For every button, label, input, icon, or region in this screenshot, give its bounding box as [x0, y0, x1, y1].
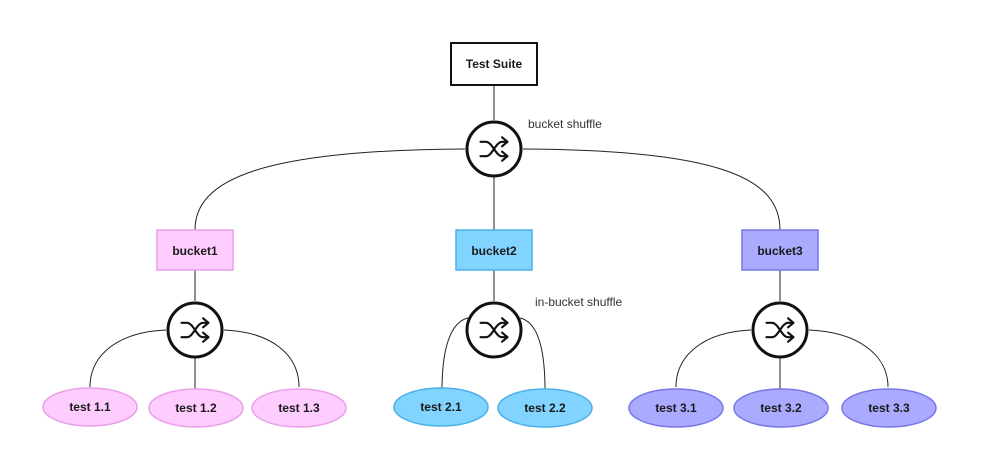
edge-shuffle1-to-test-1-1	[89, 329, 167, 388]
edge-shuffle1-to-test-1-3	[223, 329, 300, 388]
test-label: test 1.1	[69, 400, 111, 414]
edge-shuffle2-to-test-2-1	[441, 317, 469, 391]
test-node-3-2[interactable]: test 3.2	[733, 388, 829, 428]
test-label: test 3.3	[868, 401, 910, 415]
test-node-2-2[interactable]: test 2.2	[497, 388, 593, 428]
in-bucket-shuffle-node-2[interactable]	[465, 301, 523, 359]
in-bucket-shuffle-annotation: in-bucket shuffle	[535, 295, 622, 309]
test-label: test 3.2	[760, 401, 802, 415]
bucket1-node[interactable]: bucket1	[156, 229, 234, 271]
test-node-3-3[interactable]: test 3.3	[841, 388, 937, 428]
edge-shuffle3-to-test-3-1	[675, 329, 752, 388]
edge-shuffle-to-bucket1	[194, 148, 466, 231]
bucket1-label: bucket1	[172, 244, 218, 258]
edge-shuffle-to-bucket3	[522, 148, 781, 231]
bucket2-label: bucket2	[471, 244, 517, 258]
test-label: test 3.1	[655, 401, 697, 415]
test-node-1-2[interactable]: test 1.2	[148, 388, 244, 428]
test-suite-label: Test Suite	[466, 57, 523, 71]
test-node-2-1[interactable]: test 2.1	[393, 387, 489, 427]
test-node-3-1[interactable]: test 3.1	[628, 388, 724, 428]
in-bucket-shuffle-node-1[interactable]	[166, 301, 224, 359]
test-node-1-1[interactable]: test 1.1	[42, 387, 138, 427]
bucket2-node[interactable]: bucket2	[455, 229, 533, 271]
test-label: test 1.3	[278, 401, 320, 415]
bucket-shuffle-node[interactable]	[465, 120, 523, 178]
test-label: test 2.1	[420, 400, 462, 414]
bucket-shuffle-annotation: bucket shuffle	[528, 117, 602, 131]
test-label: test 1.2	[175, 401, 217, 415]
bucket3-label: bucket3	[757, 244, 803, 258]
test-label: test 2.2	[524, 401, 566, 415]
test-node-1-3[interactable]: test 1.3	[251, 388, 347, 428]
in-bucket-shuffle-node-3[interactable]	[751, 301, 809, 359]
connectors	[89, 86, 889, 391]
bucket3-node[interactable]: bucket3	[741, 229, 819, 271]
edge-shuffle3-to-test-3-3	[808, 329, 889, 388]
test-suite-node[interactable]: Test Suite	[450, 42, 538, 86]
edge-shuffle2-to-test-2-2	[519, 317, 546, 391]
